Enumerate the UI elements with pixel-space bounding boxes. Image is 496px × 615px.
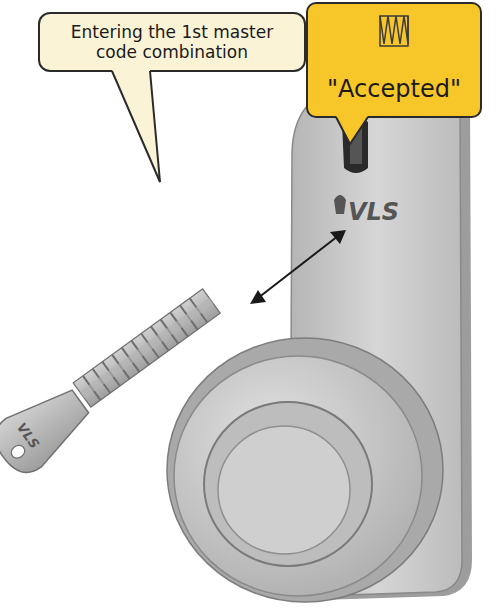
callout-tail-outline xyxy=(336,117,368,144)
callout-text: Entering the 1st master code combination xyxy=(54,22,290,63)
callout-bubble: "Accepted" xyxy=(306,2,482,118)
key-icon xyxy=(380,16,408,46)
callout-tail-outline xyxy=(112,71,160,182)
brand-logo: VLS xyxy=(348,198,399,226)
callout-tail xyxy=(112,70,160,182)
insert-arrow xyxy=(258,236,338,298)
callout-tail xyxy=(336,116,368,144)
cylinder-ring xyxy=(204,402,372,566)
key-blade xyxy=(73,289,220,407)
cylinder-core xyxy=(218,426,350,554)
arrow-head xyxy=(250,290,266,304)
callout-bubble: Entering the 1st master code combination xyxy=(38,12,306,72)
logo-icon xyxy=(334,195,346,214)
arrow-head xyxy=(330,230,346,244)
callout-text: "Accepted" xyxy=(327,75,461,104)
key-head xyxy=(0,377,98,481)
cylinder-collar xyxy=(167,338,443,602)
cylinder-face xyxy=(174,356,422,596)
